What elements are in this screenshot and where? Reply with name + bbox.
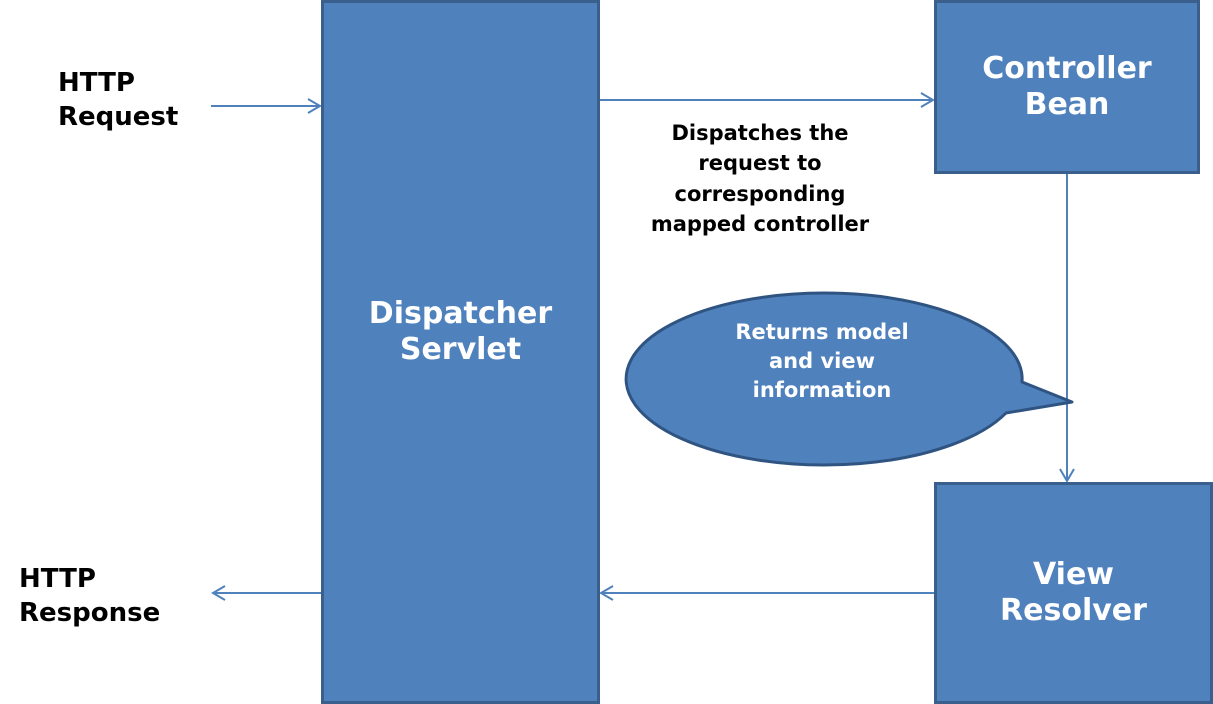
view-resolver-node: View Resolver	[934, 482, 1213, 704]
returns-label-line1: Returns model	[735, 320, 909, 344]
arrow-http-response	[211, 585, 321, 601]
view-resolver-line2: Resolver	[1000, 593, 1147, 628]
controller-bean-line2: Bean	[1024, 87, 1110, 122]
arrow-controller-to-resolver	[1059, 174, 1075, 483]
dispatch-label-line1: Dispatches the	[671, 121, 849, 145]
http-response-line1: HTTP	[19, 564, 96, 594]
arrow-resolver-to-dispatcher	[599, 585, 934, 601]
dispatcher-servlet-line1: Dispatcher	[368, 296, 553, 331]
http-request-line1: HTTP	[58, 68, 135, 98]
returns-callout-label: Returns model and view information	[680, 318, 964, 405]
view-resolver-line1: View	[1032, 557, 1115, 592]
returns-callout-bubble	[624, 291, 1074, 467]
http-response-line2: Response	[19, 598, 161, 629]
controller-bean-node: Controller Bean	[934, 0, 1200, 174]
dispatcher-servlet-node: Dispatcher Servlet	[321, 0, 600, 704]
returns-label-line3: information	[752, 377, 892, 402]
dispatch-label-line2: request to	[698, 151, 822, 176]
returns-label-line2: and view	[769, 348, 875, 373]
arrow-dispatch-to-controller	[600, 92, 935, 108]
dispatch-edge-label: Dispatches the request to corresponding …	[610, 118, 910, 240]
controller-bean-line1: Controller	[982, 51, 1152, 86]
http-request-line2: Request	[58, 102, 179, 133]
http-request-label: HTTP Request	[58, 66, 178, 135]
http-response-label: HTTP Response	[19, 562, 160, 631]
dispatch-label-line3: corresponding	[674, 181, 846, 206]
dispatch-label-line4: mapped controller	[650, 212, 870, 237]
dispatcher-servlet-line2: Servlet	[399, 332, 522, 367]
arrow-http-request	[211, 98, 322, 114]
